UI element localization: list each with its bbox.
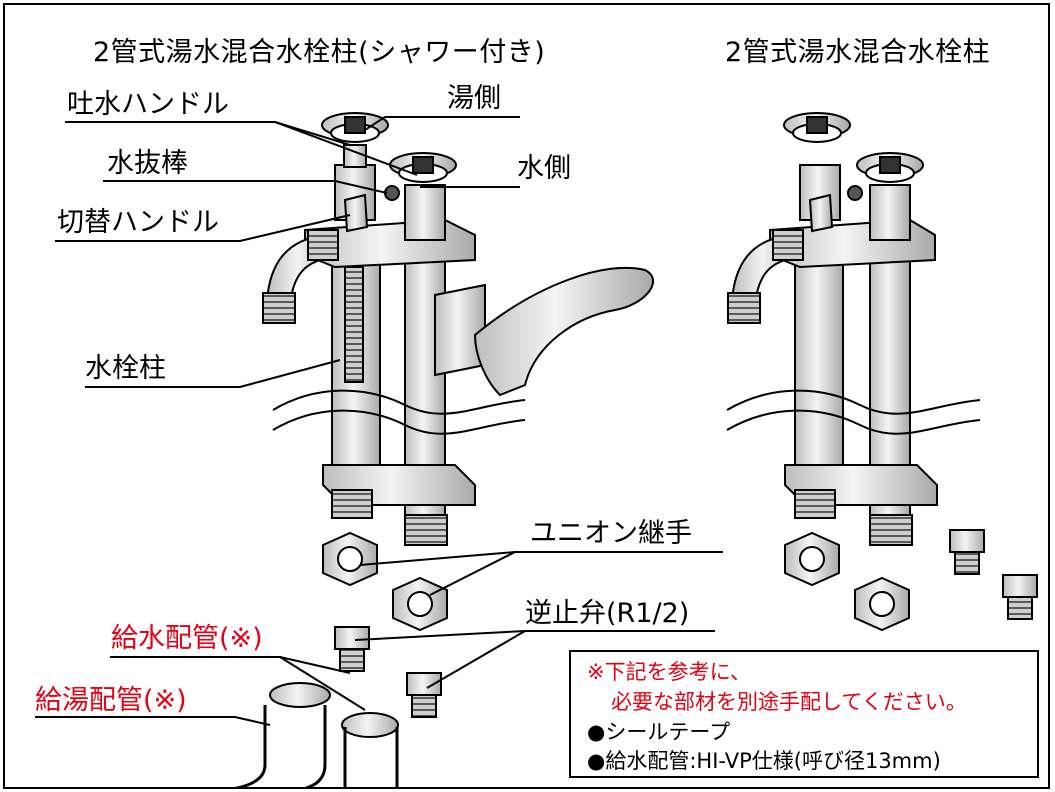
faucet-illustration bbox=[35, 112, 1038, 787]
label-spout-handle: 吐水ハンドル bbox=[67, 89, 229, 120]
label-drain-rod: 水抜棒 bbox=[107, 148, 188, 179]
note-line-2: 必要な部材を別途手配してください。 bbox=[611, 690, 967, 714]
note-box: ※下記を参考に、 必要な部材を別途手配してください。 ●シールテープ ●給水配管… bbox=[569, 650, 1039, 778]
left-title: 2管式湯水混合水栓柱(シャワー付き) bbox=[93, 37, 546, 68]
label-hot-side: 湯側 bbox=[447, 83, 501, 114]
label-switch-handle: 切替ハンドル bbox=[57, 207, 219, 238]
label-hot-pipe: 給湯配管(※) bbox=[35, 685, 187, 716]
loose-parts-left bbox=[234, 531, 448, 787]
label-check-valve: 逆止弁(R1/2) bbox=[525, 598, 690, 629]
label-union-joint: ユニオン継手 bbox=[530, 518, 692, 549]
note-line-1: ※下記を参考に、 bbox=[587, 660, 751, 684]
note-item-water-pipe: ●給水配管:HI-VP仕様(呼び径13mm) bbox=[587, 749, 941, 773]
leader-lines bbox=[35, 116, 723, 726]
right-title: 2管式湯水混合水栓柱 bbox=[725, 37, 991, 68]
label-water-pipe: 給水配管(※) bbox=[111, 623, 263, 654]
label-cold-side: 水側 bbox=[517, 153, 571, 184]
label-post: 水栓柱 bbox=[85, 353, 166, 384]
diagram-frame: 2管式湯水混合水栓柱(シャワー付き) 2管式湯水混合水栓柱 吐水ハンドル 湯側 … bbox=[3, 3, 1050, 789]
right-faucet-drawing bbox=[726, 112, 1038, 632]
note-item-seal-tape: ●シールテープ bbox=[587, 720, 731, 744]
left-faucet-drawing bbox=[262, 112, 655, 546]
